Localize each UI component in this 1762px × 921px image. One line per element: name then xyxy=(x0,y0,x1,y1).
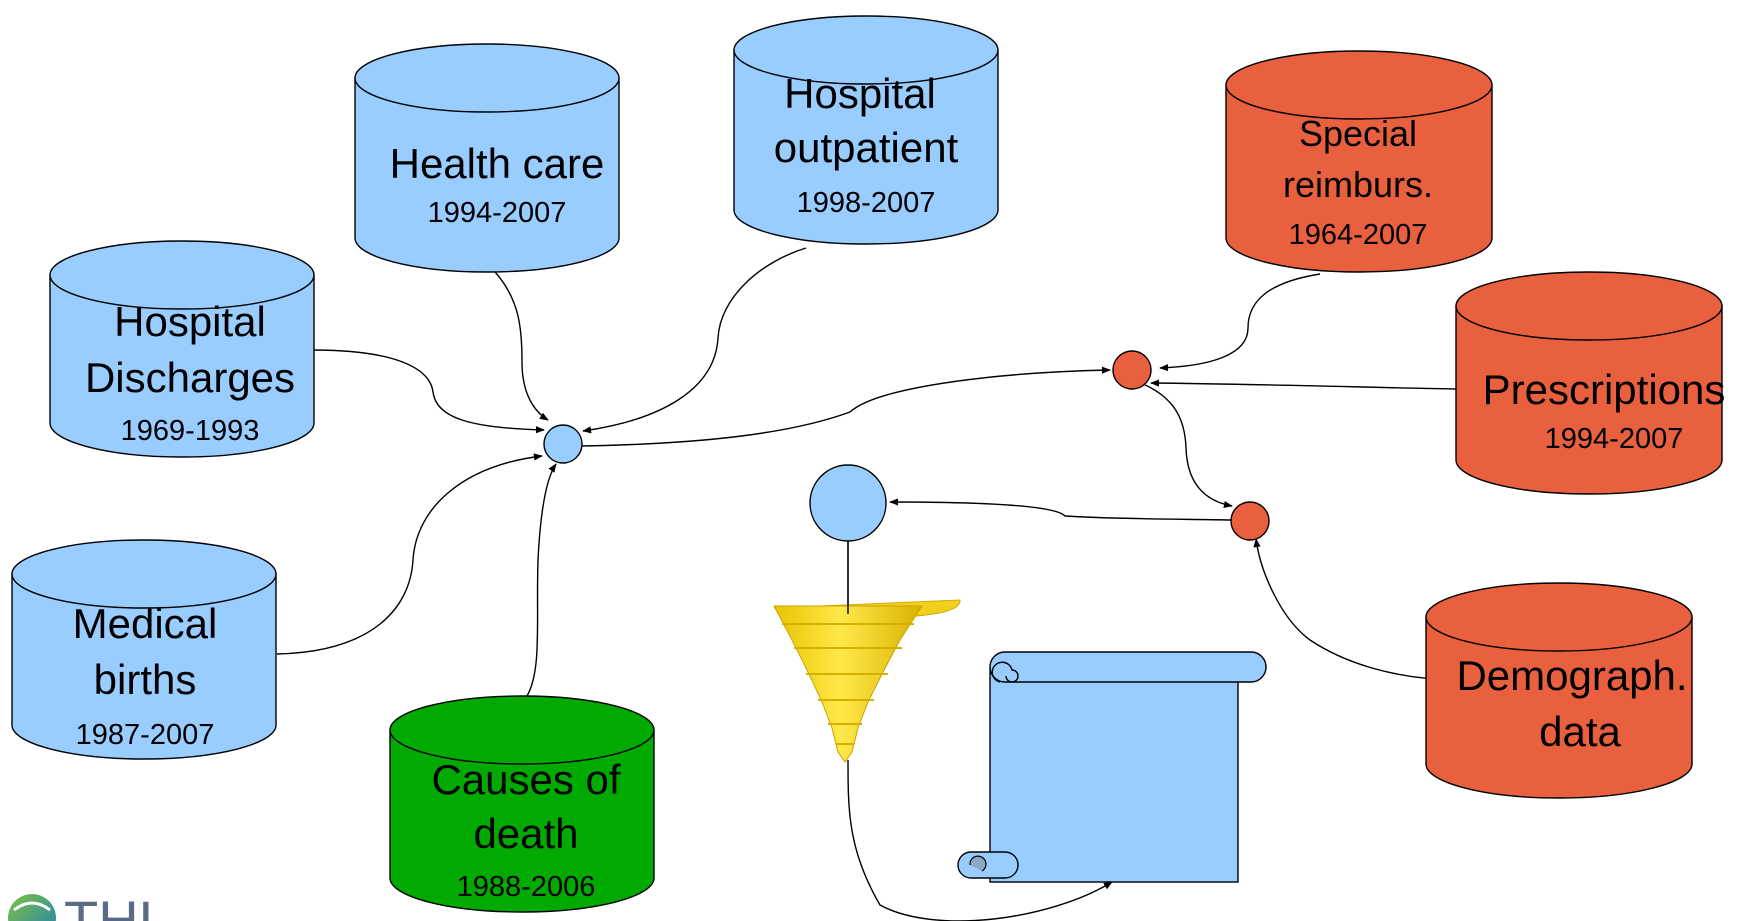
connector-red2-to-result xyxy=(889,498,1233,521)
connector-discharges-to-hub xyxy=(311,349,545,434)
connector-death-to-hub xyxy=(526,463,557,697)
scroll-document-icon xyxy=(957,651,1267,883)
db-hospital-outpatient: Hospital outpatient 1998-2007 xyxy=(733,15,999,245)
db-medical-births: Medical births 1987-2007 xyxy=(11,539,277,760)
db-health-care-years: 1994-2007 xyxy=(428,197,567,229)
db-special-reimbursements-line1: Special xyxy=(1299,113,1417,154)
db-hospital-outpatient-years: 1998-2007 xyxy=(797,187,936,219)
db-demographic-data-line2: data xyxy=(1539,708,1621,755)
db-prescriptions-name: Prescriptions xyxy=(1483,366,1726,413)
db-causes-of-death-line2: death xyxy=(473,810,578,857)
blue-hub-node xyxy=(543,424,583,464)
db-special-reimbursements: Special reimburs. 1964-2007 xyxy=(1225,50,1493,273)
thl-logo-text: THL xyxy=(64,889,170,921)
connector-demographics-to-red2 xyxy=(1253,538,1463,681)
db-special-reimbursements-years: 1964-2007 xyxy=(1289,219,1428,251)
red-merge-node xyxy=(1230,501,1270,541)
db-medical-births-line2: births xyxy=(94,656,197,703)
db-causes-of-death-line1: Causes of xyxy=(431,756,620,803)
db-causes-of-death: Causes of death 1988-2006 xyxy=(389,695,655,913)
connector-prescriptions-to-red xyxy=(1150,379,1459,390)
funnel-icon xyxy=(773,540,961,763)
db-special-reimbursements-line2: reimburs. xyxy=(1283,164,1433,205)
db-demographic-data-line1: Demograph. xyxy=(1456,652,1687,699)
db-hospital-outpatient-line2: outpatient xyxy=(774,124,959,171)
db-causes-of-death-years: 1988-2006 xyxy=(457,871,596,903)
db-prescriptions: Prescriptions 1994-2007 xyxy=(1455,271,1726,495)
db-hospital-discharges-line2: Discharges xyxy=(85,354,295,401)
connector-healthcare-to-hub xyxy=(494,271,549,421)
db-prescriptions-years: 1994-2007 xyxy=(1545,423,1684,455)
linked-result-node xyxy=(809,464,887,542)
connector-special-to-red xyxy=(1159,273,1321,372)
db-health-care-name: Health care xyxy=(390,140,605,187)
thl-logo: THL xyxy=(8,889,170,921)
db-health-care: Health care 1994-2007 xyxy=(354,43,620,273)
db-medical-births-line1: Medical xyxy=(73,600,218,647)
red-hub-node xyxy=(1112,350,1152,390)
db-hospital-outpatient-line1: Hospital xyxy=(784,70,936,117)
connector-hub-to-red xyxy=(579,366,1111,447)
connector-outpatient-to-hub xyxy=(582,247,807,434)
connector-births-to-hub xyxy=(276,453,543,655)
db-medical-births-years: 1987-2007 xyxy=(76,719,215,751)
db-demographic-data: Demograph. data xyxy=(1425,582,1693,799)
connector-funnel-to-report xyxy=(847,759,1113,921)
connector-red-to-red2 xyxy=(1142,383,1233,509)
thl-logo-icon xyxy=(8,894,56,921)
db-hospital-discharges: Hospital Discharges 1969-1993 xyxy=(49,240,315,458)
db-hospital-discharges-line1: Hospital xyxy=(114,298,266,345)
db-hospital-discharges-years: 1969-1993 xyxy=(121,415,260,447)
